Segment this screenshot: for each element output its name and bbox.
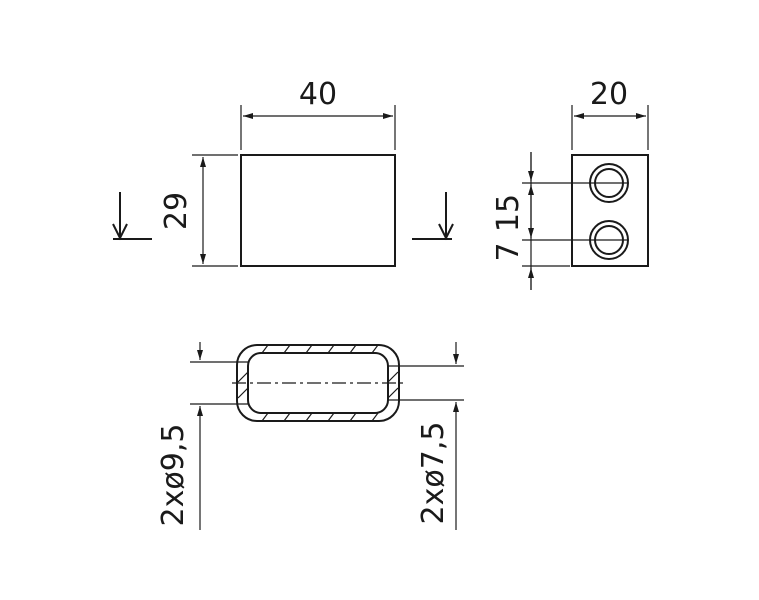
front-view: 40 29 [159, 77, 396, 267]
front-view-outline [240, 154, 396, 267]
lower-spacing-label: 7 [491, 242, 526, 261]
side-width-dimension-label: 20 [590, 77, 628, 112]
inner-diameter-label: 2xø7,5 [416, 422, 451, 525]
section-view: 2xø9,5 2xø7,5 [156, 342, 464, 530]
side-view: 20 15 7 [491, 77, 649, 290]
section-arrow-icon [412, 192, 454, 241]
outer-diameter-label: 2xø9,5 [156, 424, 191, 527]
upper-spacing-label: 15 [491, 194, 526, 232]
width-dimension-label: 40 [299, 77, 337, 112]
hatch-pattern [237, 344, 399, 422]
section-arrow-icon [112, 192, 152, 241]
height-dimension-label: 29 [159, 192, 194, 230]
side-view-outline [571, 154, 649, 267]
